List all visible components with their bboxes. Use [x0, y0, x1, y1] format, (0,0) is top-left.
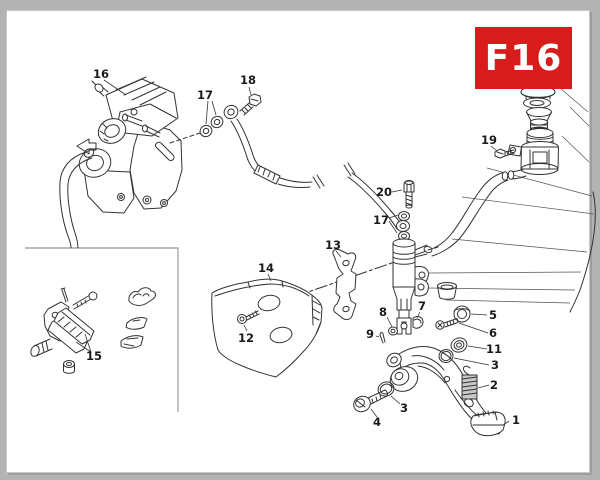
callout-16: 16	[93, 67, 109, 81]
pad-kit-art	[30, 287, 156, 374]
caliper-banjo-hardware-art	[199, 93, 262, 138]
callout-3-lower: 3	[400, 401, 408, 415]
callout-7: 7	[418, 299, 426, 313]
page-code-badge: F16	[475, 27, 572, 89]
frame-panel-art	[427, 87, 596, 313]
caliper-hose-art	[59, 151, 93, 249]
inset-box	[25, 247, 179, 412]
callout-14: 14	[258, 261, 274, 275]
reservoir-art	[478, 85, 559, 199]
cover-screw-art	[237, 314, 247, 324]
callout-13: 13	[325, 238, 341, 252]
switch-banjo-bolt-art	[403, 180, 415, 209]
leader-lines	[75, 79, 510, 426]
hose-break-mark	[312, 174, 325, 189]
callout-11: 11	[486, 342, 502, 356]
caliper-assembly-art	[76, 76, 201, 214]
callout-4: 4	[373, 415, 381, 429]
page-code-text: F16	[484, 37, 563, 79]
hose-break-mark	[343, 162, 356, 177]
split-pin-art	[379, 332, 386, 344]
clevis-washer-art	[388, 326, 398, 336]
pedal-group-art	[353, 305, 506, 437]
callout-1: 1	[512, 413, 520, 427]
frame-grommet-art	[453, 305, 471, 323]
callout-5: 5	[489, 308, 497, 322]
pushrod-boot-art	[412, 316, 424, 329]
callout-labels: 16 17 18 19 20 17 13 14 12 15 7 8 9 5 6 …	[86, 67, 520, 429]
callout-6: 6	[489, 326, 497, 340]
bracket-art	[332, 248, 357, 320]
callout-20: 20	[376, 185, 392, 199]
cover-art	[211, 278, 323, 378]
callout-2: 2	[490, 378, 498, 392]
direction-arrow	[76, 138, 97, 155]
callout-18: 18	[240, 73, 256, 87]
return-spring-art	[462, 365, 471, 376]
callout-3-upper: 3	[491, 358, 499, 372]
master-banjo-washers-art	[396, 211, 410, 241]
callout-19: 19	[481, 133, 497, 147]
oring-lower-art	[377, 381, 395, 397]
master-cylinder-art	[255, 238, 439, 344]
callout-12: 12	[238, 331, 254, 345]
callout-9: 9	[366, 327, 374, 341]
pivot-washer-art	[450, 337, 468, 353]
callout-8: 8	[379, 305, 387, 319]
callout-15: 15	[86, 349, 102, 363]
pedal-toe-art	[470, 411, 506, 437]
reservoir-hose-art	[427, 191, 488, 257]
callout-17-master: 17	[373, 213, 389, 227]
callout-17-caliper: 17	[197, 88, 213, 102]
frame-grommet-cup-art	[437, 282, 457, 300]
oring-upper-art	[438, 348, 454, 364]
